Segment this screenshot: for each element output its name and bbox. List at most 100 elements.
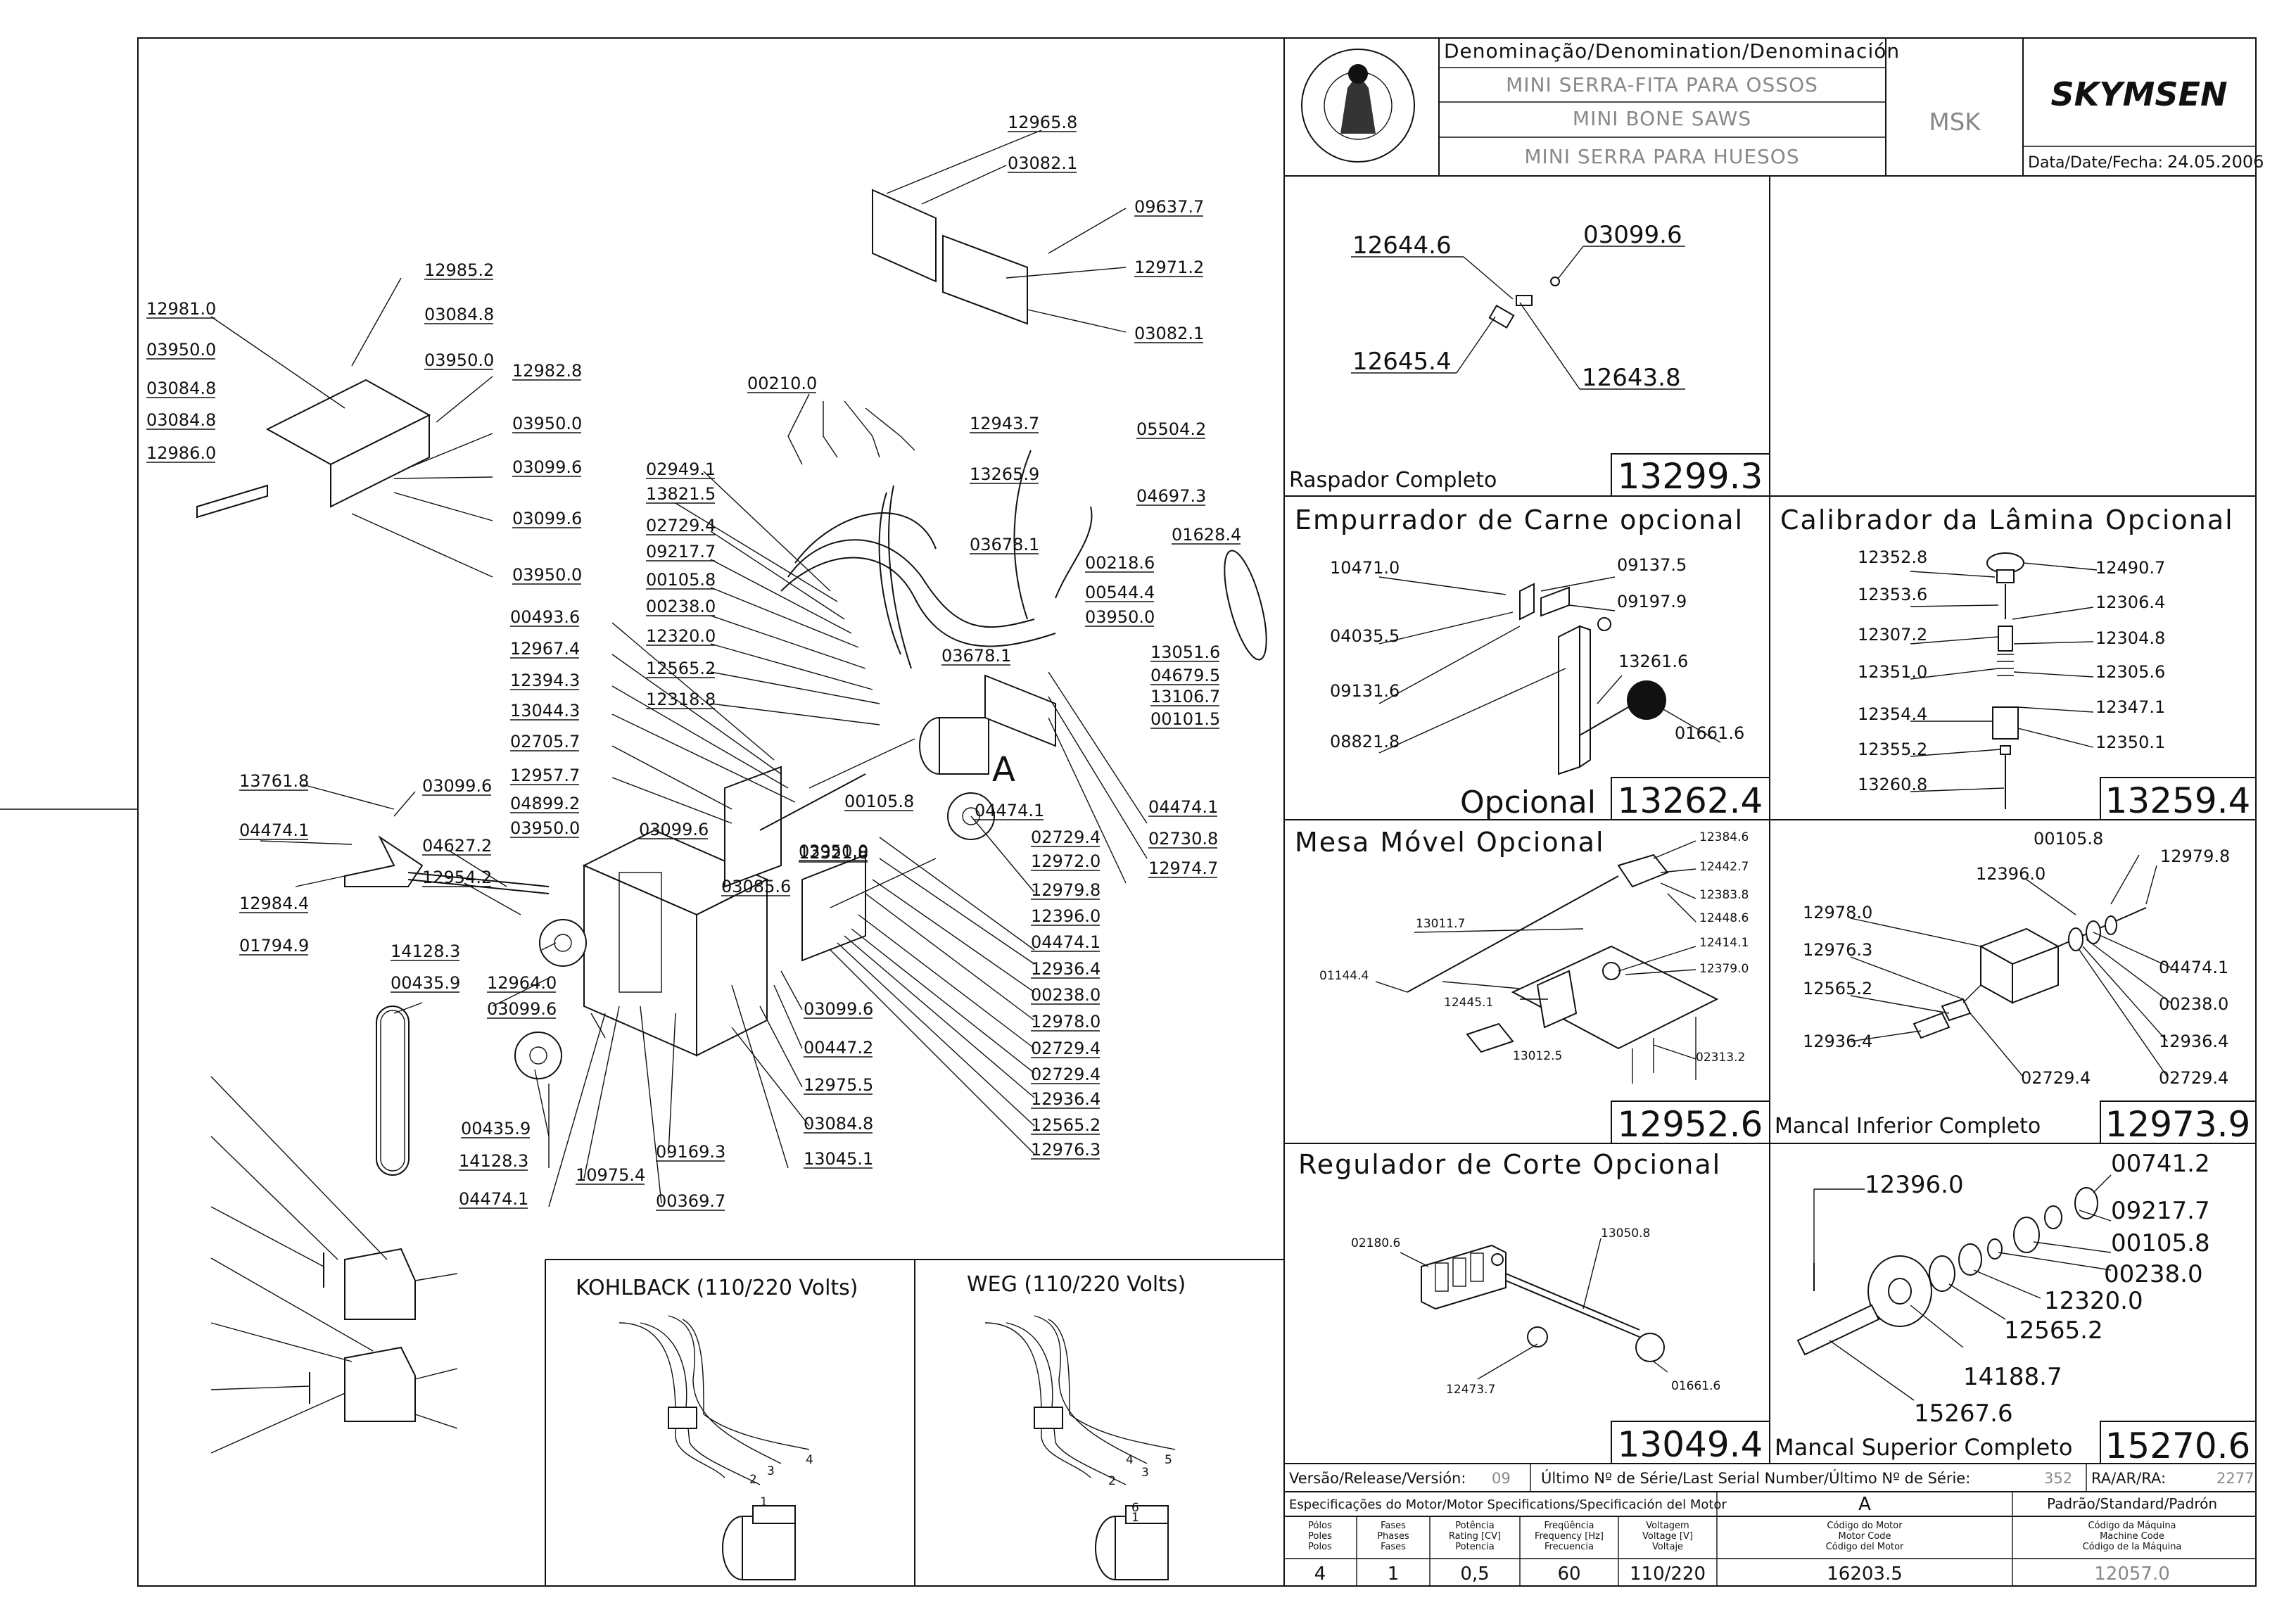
svg-text:A: A — [992, 750, 1015, 789]
part-label: 13761.8 — [239, 771, 309, 791]
part-label: 12971.2 — [1134, 258, 1204, 277]
part-label: 00210.0 — [747, 374, 817, 393]
part-label: 03099.6 — [512, 457, 582, 477]
spec-header-cell: Voltage [V] — [1642, 1531, 1693, 1542]
release-value: 09 — [1492, 1470, 1511, 1487]
part-label: 03084.8 — [146, 379, 216, 398]
svg-text:12979.8: 12979.8 — [2160, 846, 2230, 866]
mancal-superior-code: 15270.6 — [2105, 1426, 2251, 1466]
part-label: 12978.0 — [1031, 1012, 1101, 1032]
regulador-title: Regulador de Corte Opcional — [1298, 1149, 1721, 1180]
part-label: 10975.4 — [576, 1165, 645, 1185]
part-label: 03950.0 — [799, 842, 868, 861]
part-label: 12984.4 — [239, 894, 309, 913]
svg-text:12445.1: 12445.1 — [1444, 996, 1493, 1010]
part-label: 12957.7 — [510, 766, 580, 785]
svg-text:3: 3 — [1141, 1466, 1149, 1480]
mancal-superior-title: Mancal Superior Completo — [1775, 1434, 2072, 1461]
part-label: 00493.6 — [510, 607, 580, 627]
motor-spec-headers: PólosPolesPolosFasesPhasesFasesPotênciaR… — [1308, 1521, 2181, 1552]
part-label: 02730.8 — [1148, 829, 1218, 849]
svg-text:12936.4: 12936.4 — [1803, 1032, 1872, 1051]
part-label: 12982.8 — [512, 361, 582, 381]
spec-header-cell: Fases — [1381, 1521, 1406, 1531]
svg-text:04474.1: 04474.1 — [2159, 958, 2228, 977]
part-label: 03084.8 — [424, 305, 494, 324]
svg-text:13050.8: 13050.8 — [1601, 1226, 1650, 1241]
svg-text:12320.0: 12320.0 — [2044, 1287, 2143, 1315]
column-a-label: A — [1858, 1494, 1871, 1515]
part-label: 04899.2 — [510, 794, 580, 813]
part-label: 12954.2 — [422, 868, 492, 887]
part-label: 00101.5 — [1150, 709, 1220, 729]
svg-text:09131.6: 09131.6 — [1330, 681, 1400, 701]
denomination-label: Denominação/Denomination/Denominación — [1444, 39, 1900, 63]
model-code: MSK — [1929, 108, 1981, 137]
part-label: 12396.0 — [1031, 906, 1101, 926]
svg-text:5: 5 — [1165, 1453, 1172, 1467]
serial-label: Último Nº de Série/Last Serial Number/Úl… — [1541, 1469, 1970, 1487]
spec-header-cell: Fases — [1381, 1542, 1406, 1552]
raspador-code: 13299.3 — [1618, 456, 1763, 497]
product-name-en: MINI BONE SAWS — [1573, 107, 1751, 130]
part-label: 12936.4 — [1031, 1089, 1101, 1109]
empurrador-footer: Opcional — [1460, 785, 1596, 820]
empurrador-code: 13262.4 — [1618, 780, 1763, 821]
spec-header-cell: Frecuencia — [1545, 1542, 1594, 1552]
svg-text:12347.1: 12347.1 — [2095, 697, 2165, 717]
svg-text:12978.0: 12978.0 — [1803, 903, 1872, 922]
svg-text:03099.6: 03099.6 — [1583, 221, 1682, 249]
date-value: 24.05.2006 — [2167, 152, 2264, 172]
svg-text:00105.8: 00105.8 — [2034, 829, 2103, 849]
part-label: 03084.8 — [804, 1114, 873, 1134]
part-label: 03099.6 — [422, 776, 492, 796]
title-block-frame — [1283, 38, 2257, 1586]
svg-text:13260.8: 13260.8 — [1858, 775, 1927, 794]
svg-text:12396.0: 12396.0 — [1976, 864, 2046, 884]
calibrador-drawing — [1910, 552, 2098, 809]
part-label: 12321.8 — [799, 843, 868, 863]
part-label: 09217.7 — [646, 542, 716, 562]
svg-text:12448.6: 12448.6 — [1699, 911, 1749, 925]
mesa-title: Mesa Móvel Opcional — [1295, 827, 1605, 858]
svg-text:13012.5: 13012.5 — [1513, 1049, 1562, 1063]
product-name-es: MINI SERRA PARA HUESOS — [1524, 145, 1799, 168]
svg-text:12384.6: 12384.6 — [1699, 830, 1749, 844]
release-label: Versão/Release/Versión: — [1289, 1470, 1466, 1487]
svg-text:3: 3 — [767, 1464, 775, 1478]
spec-header-cell: Código de la Máquina — [2083, 1542, 2182, 1552]
part-label: 12974.7 — [1148, 858, 1218, 878]
part-label: 09637.7 — [1134, 197, 1204, 217]
svg-text:12350.1: 12350.1 — [2095, 732, 2165, 752]
svg-text:00238.0: 00238.0 — [2104, 1260, 2203, 1288]
svg-text:13011.7: 13011.7 — [1416, 917, 1465, 931]
part-label: 12965.8 — [1008, 113, 1077, 132]
svg-text:2: 2 — [1108, 1474, 1116, 1488]
part-label: 03085.6 — [721, 877, 791, 896]
raspador-title: Raspador Completo — [1289, 468, 1497, 493]
serial-value: 352 — [2044, 1470, 2072, 1487]
weg-wire-numbers: 1 2 3 4 5 6 — [1108, 1453, 1172, 1525]
part-label: 12964.0 — [487, 973, 557, 993]
part-label: 12972.0 — [1031, 851, 1101, 871]
spec-header-cell: Potencia — [1455, 1542, 1494, 1552]
part-label: 04474.1 — [239, 820, 309, 840]
part-label: 12394.3 — [510, 671, 580, 690]
part-label: 03099.6 — [804, 999, 873, 1019]
part-label: 13051.6 — [1150, 642, 1220, 662]
svg-text:10471.0: 10471.0 — [1330, 558, 1400, 578]
part-label: 12979.8 — [1031, 880, 1101, 900]
calibrador-code: 13259.4 — [2105, 780, 2251, 821]
mesa-drawing — [1375, 840, 1719, 1084]
part-label: 00435.9 — [461, 1119, 531, 1138]
part-label: 04627.2 — [422, 836, 492, 856]
spec-header-cell: Pólos — [1308, 1521, 1332, 1531]
part-label: 14128.3 — [391, 941, 460, 961]
part-label: 09169.3 — [656, 1142, 725, 1162]
svg-text:09197.9: 09197.9 — [1617, 592, 1687, 611]
product-name-pt: MINI SERRA-FITA PARA OSSOS — [1506, 73, 1818, 96]
part-label: 04474.1 — [975, 801, 1044, 820]
motor-wiring-panels — [545, 1259, 1284, 1586]
part-label: 01628.4 — [1172, 525, 1241, 545]
svg-text:01661.6: 01661.6 — [1671, 1379, 1720, 1393]
